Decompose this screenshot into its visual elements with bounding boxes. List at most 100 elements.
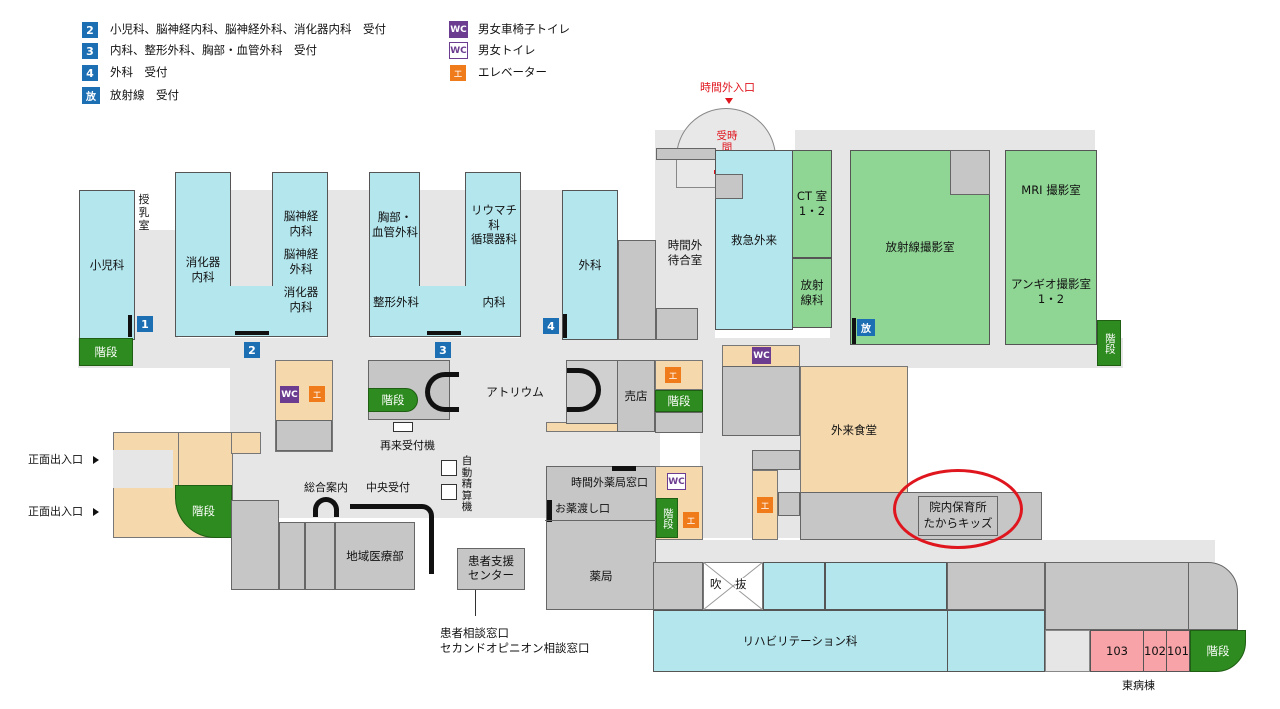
stairs[interactable]: 階段	[655, 390, 703, 412]
central-reception-label: 中央受付	[366, 481, 410, 494]
room-afterhours-waiting[interactable]: 時間外 待合室	[667, 238, 703, 267]
payment-machine-icon[interactable]	[441, 460, 457, 476]
stairs[interactable]: 階段	[79, 338, 133, 366]
room-103[interactable]: 103	[1090, 630, 1144, 672]
rehab-room	[947, 610, 1045, 672]
elevator-icon: エ	[309, 386, 325, 402]
reception-3-badge: 3	[82, 43, 98, 59]
rehab-room	[825, 562, 947, 610]
legend-wheelchair-toilet: 男女車椅子トイレ	[478, 22, 570, 36]
emergency-label: 救急外来	[731, 232, 777, 247]
service-room	[778, 492, 800, 516]
service-room	[279, 522, 305, 590]
service-room	[752, 450, 800, 470]
rehab-room	[763, 562, 825, 610]
room-ct[interactable]: CT 室 1・2	[792, 150, 832, 258]
counter	[547, 500, 552, 522]
atrium-curve	[567, 368, 601, 412]
reception-2-badge: 2	[82, 22, 98, 38]
reentry-machine-label: 再来受付機	[380, 439, 435, 452]
corridor	[418, 190, 466, 290]
divider	[545, 520, 655, 521]
radiology-reception-marker: 放	[857, 319, 875, 336]
room-chest-vascular[interactable]: 胸部・ 血管外科	[372, 210, 418, 239]
room-gastro[interactable]: 消化器 内科	[185, 255, 221, 284]
reentry-machine-icon[interactable]	[393, 422, 413, 432]
corridor	[520, 190, 565, 340]
wheelchair-toilet-icon: WC	[449, 21, 468, 38]
elevator-icon: エ	[450, 65, 466, 81]
corridor	[990, 150, 1005, 340]
corridor	[830, 150, 850, 340]
room-shop[interactable]: 売店	[617, 360, 655, 432]
void-label-2: 抜	[735, 577, 747, 592]
service-room	[950, 150, 990, 195]
reception-4-badge: 4	[82, 65, 98, 81]
counter	[427, 331, 461, 335]
room-pediatrics[interactable]: 小児科	[79, 190, 135, 340]
room-neuro-internal[interactable]: 脳神経 内科	[283, 209, 319, 238]
room-surgery[interactable]: 外科	[562, 190, 618, 340]
counter	[612, 466, 636, 471]
east-ward-label: 東病棟	[1122, 679, 1155, 692]
room-angio[interactable]: アンギオ撮影室 1・2	[1010, 277, 1092, 306]
entrance-arrow-icon	[93, 508, 99, 516]
toilet-icon: WC	[449, 42, 468, 59]
info-desk	[313, 497, 339, 517]
service-room	[305, 522, 335, 590]
corridor	[655, 540, 1215, 562]
reception-4-marker: 4	[543, 318, 559, 334]
room-neuro-surgery[interactable]: 脳神経 外科	[283, 247, 319, 276]
medicine-window-label: お薬渡し口	[555, 502, 610, 515]
service-room	[655, 412, 703, 433]
room-gastro-2[interactable]: 消化器 内科	[283, 285, 319, 314]
room-pharmacy[interactable]: 薬局	[589, 568, 613, 583]
room-rheumatology[interactable]: リウマチ科 循環器科	[471, 202, 517, 247]
front-entrance-2[interactable]: 正面出入口	[28, 505, 83, 518]
stairs[interactable]: 階段	[1190, 630, 1246, 672]
service-room	[1188, 562, 1238, 630]
entrance-hall	[113, 450, 173, 488]
corridor	[1045, 630, 1090, 672]
block-join	[230, 286, 273, 290]
service-room	[1045, 562, 1190, 630]
stairs[interactable]: 階段	[656, 498, 678, 538]
legend-toilet: 男女トイレ	[478, 43, 536, 57]
after-hours-entrance-label: 時間外入口	[700, 81, 755, 94]
block-base	[175, 288, 328, 337]
service-room	[722, 366, 800, 436]
room-internal[interactable]: 内科	[482, 294, 506, 309]
room-regional-medical[interactable]: 地域医療部	[335, 522, 415, 590]
reception-desk	[350, 504, 434, 574]
payment-machine-icon[interactable]	[441, 484, 457, 500]
room-nursing[interactable]: 授 乳 室	[138, 192, 150, 233]
block-base	[369, 288, 521, 337]
leader-line	[475, 590, 476, 616]
legend-reception-4: 外科 受付	[110, 65, 168, 79]
service-room	[715, 174, 743, 199]
corridor	[327, 190, 372, 340]
entrance-block	[178, 432, 233, 486]
void-label-1: 吹	[710, 577, 722, 592]
room-mri[interactable]: MRI 撮影室	[1021, 182, 1081, 197]
block-mri	[1005, 150, 1097, 345]
legend-elevator: エレベーター	[478, 65, 547, 79]
room-rehabilitation[interactable]: リハビリテーション科	[742, 633, 858, 648]
stairs[interactable]: 階段	[1097, 320, 1121, 366]
front-entrance-1[interactable]: 正面出入口	[28, 453, 83, 466]
block-join	[419, 286, 466, 290]
stairs[interactable]: 階段	[368, 388, 418, 412]
room-outpatient-cafeteria[interactable]: 外来食堂	[800, 366, 908, 494]
room-102[interactable]: 102	[1143, 630, 1167, 672]
room-radiotherapy[interactable]: 放射 線科	[792, 258, 832, 328]
door	[563, 314, 567, 338]
room-orthopedics[interactable]: 整形外科	[373, 294, 419, 309]
wheelchair-toilet-icon: WC	[752, 347, 771, 364]
door	[128, 315, 132, 337]
service-room	[947, 562, 1045, 610]
door	[852, 318, 856, 344]
room-101[interactable]: 101	[1166, 630, 1190, 672]
service-room	[656, 308, 698, 340]
room-radiography[interactable]: 放射線撮影室	[885, 240, 955, 255]
room-patient-support[interactable]: 患者支援 センター	[457, 548, 525, 590]
